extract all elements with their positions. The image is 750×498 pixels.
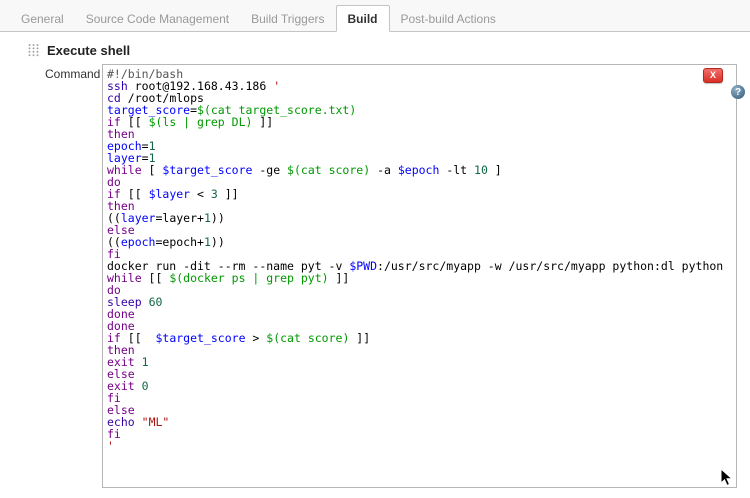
code-line: fi [107,392,732,404]
code-line: sleep 60 [107,296,732,308]
code-line: do [107,284,732,296]
tab-build-triggers[interactable]: Build Triggers [240,6,335,31]
code-line: else [107,404,732,416]
help-icon[interactable]: ? [731,85,745,99]
tab-build[interactable]: Build [336,5,390,32]
code-line: done [107,308,732,320]
code-line: if [[ $target_score > $(cat score) ]] [107,332,732,344]
build-step-title: Execute shell [47,43,130,58]
code-line: else [107,368,732,380]
code-line: then [107,344,732,356]
code-line: fi [107,428,732,440]
code-line: then [107,128,732,140]
code-line: ((epoch=epoch+1)) [107,236,732,248]
code-line: epoch=1 [107,140,732,152]
command-label: Command [45,64,102,488]
build-step-header: Execute shell [28,40,750,60]
tab-general[interactable]: General [10,6,75,31]
code-line: exit 1 [107,356,732,368]
code-line: while [ $target_score -ge $(cat score) -… [107,164,732,176]
code-line: ' [107,440,732,452]
tab-post-build-actions[interactable]: Post-build Actions [390,6,507,31]
code-line: exit 0 [107,380,732,392]
code-line: if [[ $layer < 3 ]] [107,188,732,200]
code-line: echo "ML" [107,416,732,428]
build-step-section: Execute shell X ? Command #!/bin/bashssh… [0,32,750,488]
code-line: while [[ $(docker ps | grep pyt) ]] [107,272,732,284]
config-tab-bar: General Source Code Management Build Tri… [0,0,750,32]
command-code-editor[interactable]: #!/bin/bashssh root@192.168.43.186 'cd /… [102,64,737,488]
drag-handle-icon[interactable] [28,43,39,57]
command-setting-row: Command #!/bin/bashssh root@192.168.43.1… [45,64,737,488]
code-line: if [[ $(ls | grep DL) ]] [107,116,732,128]
mouse-cursor [720,468,734,488]
delete-step-button[interactable]: X [703,68,723,83]
tab-source-code-management[interactable]: Source Code Management [75,6,240,31]
code-line: ((layer=layer+1)) [107,212,732,224]
